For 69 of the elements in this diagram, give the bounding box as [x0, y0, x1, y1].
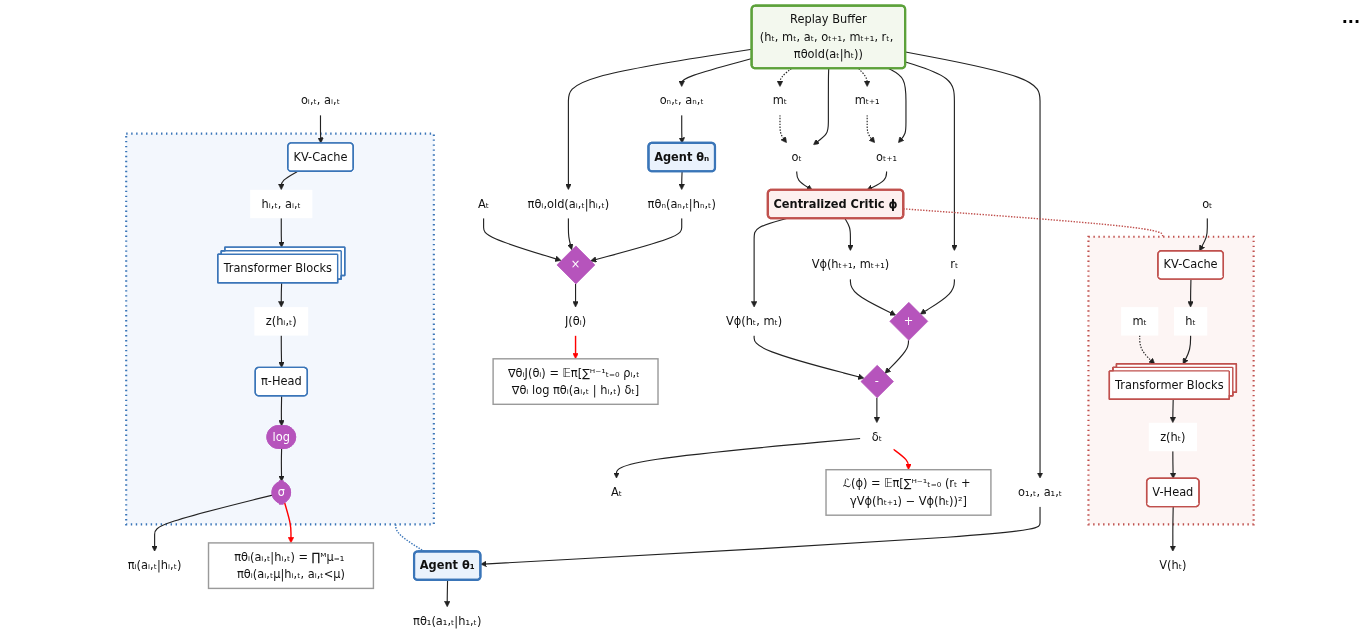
- arrow: [278, 171, 298, 191]
- arrow: [590, 217, 683, 263]
- ellipsis-text: ...: [1341, 8, 1360, 27]
- arrow: [678, 171, 685, 191]
- cluster: [1087, 235, 1255, 526]
- arrow: [1199, 217, 1208, 252]
- node-text: oᵢ,ₜ, aᵢ,ₜ: [300, 93, 341, 108]
- arrow: [1169, 399, 1176, 424]
- arrow: [844, 218, 854, 251]
- node-text: mₜ: [772, 93, 788, 108]
- arrow: [1169, 506, 1176, 552]
- node-text: πθᵢ,old(aᵢ,ₜ|hᵢ,ₜ): [527, 196, 610, 211]
- node-box: mₜ: [1121, 307, 1159, 336]
- arrow: [278, 448, 285, 482]
- node-text: oₜ₊₁: [876, 149, 897, 164]
- arrow: [919, 278, 955, 315]
- node-text: πᵢ(aᵢ,ₜ|hᵢ,ₜ): [127, 558, 182, 573]
- arrow: [1169, 450, 1177, 479]
- arrow: [613, 437, 861, 479]
- node-text: oₜ: [1202, 196, 1213, 211]
- node-text: Aₜ: [478, 196, 490, 211]
- node-text: mₜ₊₁: [854, 93, 880, 108]
- node-box: z(hₜ): [1148, 422, 1197, 452]
- arrow: [849, 278, 896, 316]
- arrow: [779, 114, 787, 144]
- node-text: V(hₜ): [1159, 558, 1187, 573]
- node-text: πθₙ(aₙ,ₜ|hₙ,ₜ): [647, 196, 716, 211]
- arrow: [278, 217, 285, 248]
- node-text: Vϕ(hₜ, mₜ): [725, 314, 783, 328]
- node-text: δₜ: [871, 429, 883, 444]
- cluster: [125, 132, 435, 526]
- arrow: [884, 339, 910, 374]
- node-text: Aₜ: [610, 485, 623, 499]
- arrow: [284, 502, 295, 544]
- node-text: o₁,ₜ, a₁,ₜ: [1017, 485, 1063, 499]
- node-box: z(hᵢ,ₜ): [254, 307, 309, 336]
- arrow: [278, 395, 285, 427]
- node-text: oₜ: [791, 149, 802, 164]
- node-diamond: +: [889, 302, 929, 341]
- arrow: [572, 334, 579, 360]
- node-text: rₜ: [950, 257, 959, 272]
- arrow: [444, 579, 451, 608]
- arrow: [317, 114, 324, 144]
- arrow: [776, 68, 792, 87]
- arrow: [866, 114, 876, 144]
- arrow: [1187, 278, 1194, 308]
- arrow: [858, 68, 871, 87]
- node-box: ℒ(ϕ) = 𝔼π[∑ᴴ⁻¹ₜ₌₀ (rₜ + γVϕ(hₜ₊₁) − Vϕ(hₜ))²]: [825, 469, 992, 516]
- arrow: [892, 448, 912, 470]
- arrow: [873, 397, 880, 424]
- arrow: [753, 335, 865, 380]
- node-text: oₙ,ₜ, aₙ,ₜ: [659, 93, 704, 108]
- arrow: [278, 282, 285, 308]
- arrow: [572, 283, 579, 308]
- node-text: πθ₁(a₁,ₜ|h₁,ₜ): [413, 613, 482, 628]
- arrow: [151, 494, 274, 552]
- arrow: [567, 217, 574, 251]
- node-diamond: ×: [556, 245, 596, 285]
- arrow: [483, 217, 562, 262]
- node-diamond: -: [860, 364, 894, 399]
- arrow: [480, 506, 1041, 568]
- arrow: [278, 335, 285, 368]
- arrow: [813, 68, 830, 146]
- node-box: hᵢ,ₜ, aᵢ,ₜ: [250, 189, 313, 219]
- node-box: hₜ: [1173, 307, 1208, 336]
- node-box: ∇θᵢJ(θᵢ) = 𝔼π[∑ᴴ⁻¹ₜ₌₀ ρᵢ,ₜ ∇θᵢ log πθᵢ(aᵢ,ₜ | hᵢ,ₜ) δₜ]: [492, 358, 659, 405]
- node-box: πθᵢ(aᵢ,ₜ|hᵢ,ₜ) = ∏ᴹμ₌₁ πθᵢ(aᵢ,ₜμ|hᵢ,ₜ, aᵢ,ₜ<μ): [207, 542, 375, 590]
- node-text: J(θᵢ): [564, 314, 587, 328]
- node-text: Vϕ(hₜ₊₁, mₜ₊₁): [811, 257, 890, 272]
